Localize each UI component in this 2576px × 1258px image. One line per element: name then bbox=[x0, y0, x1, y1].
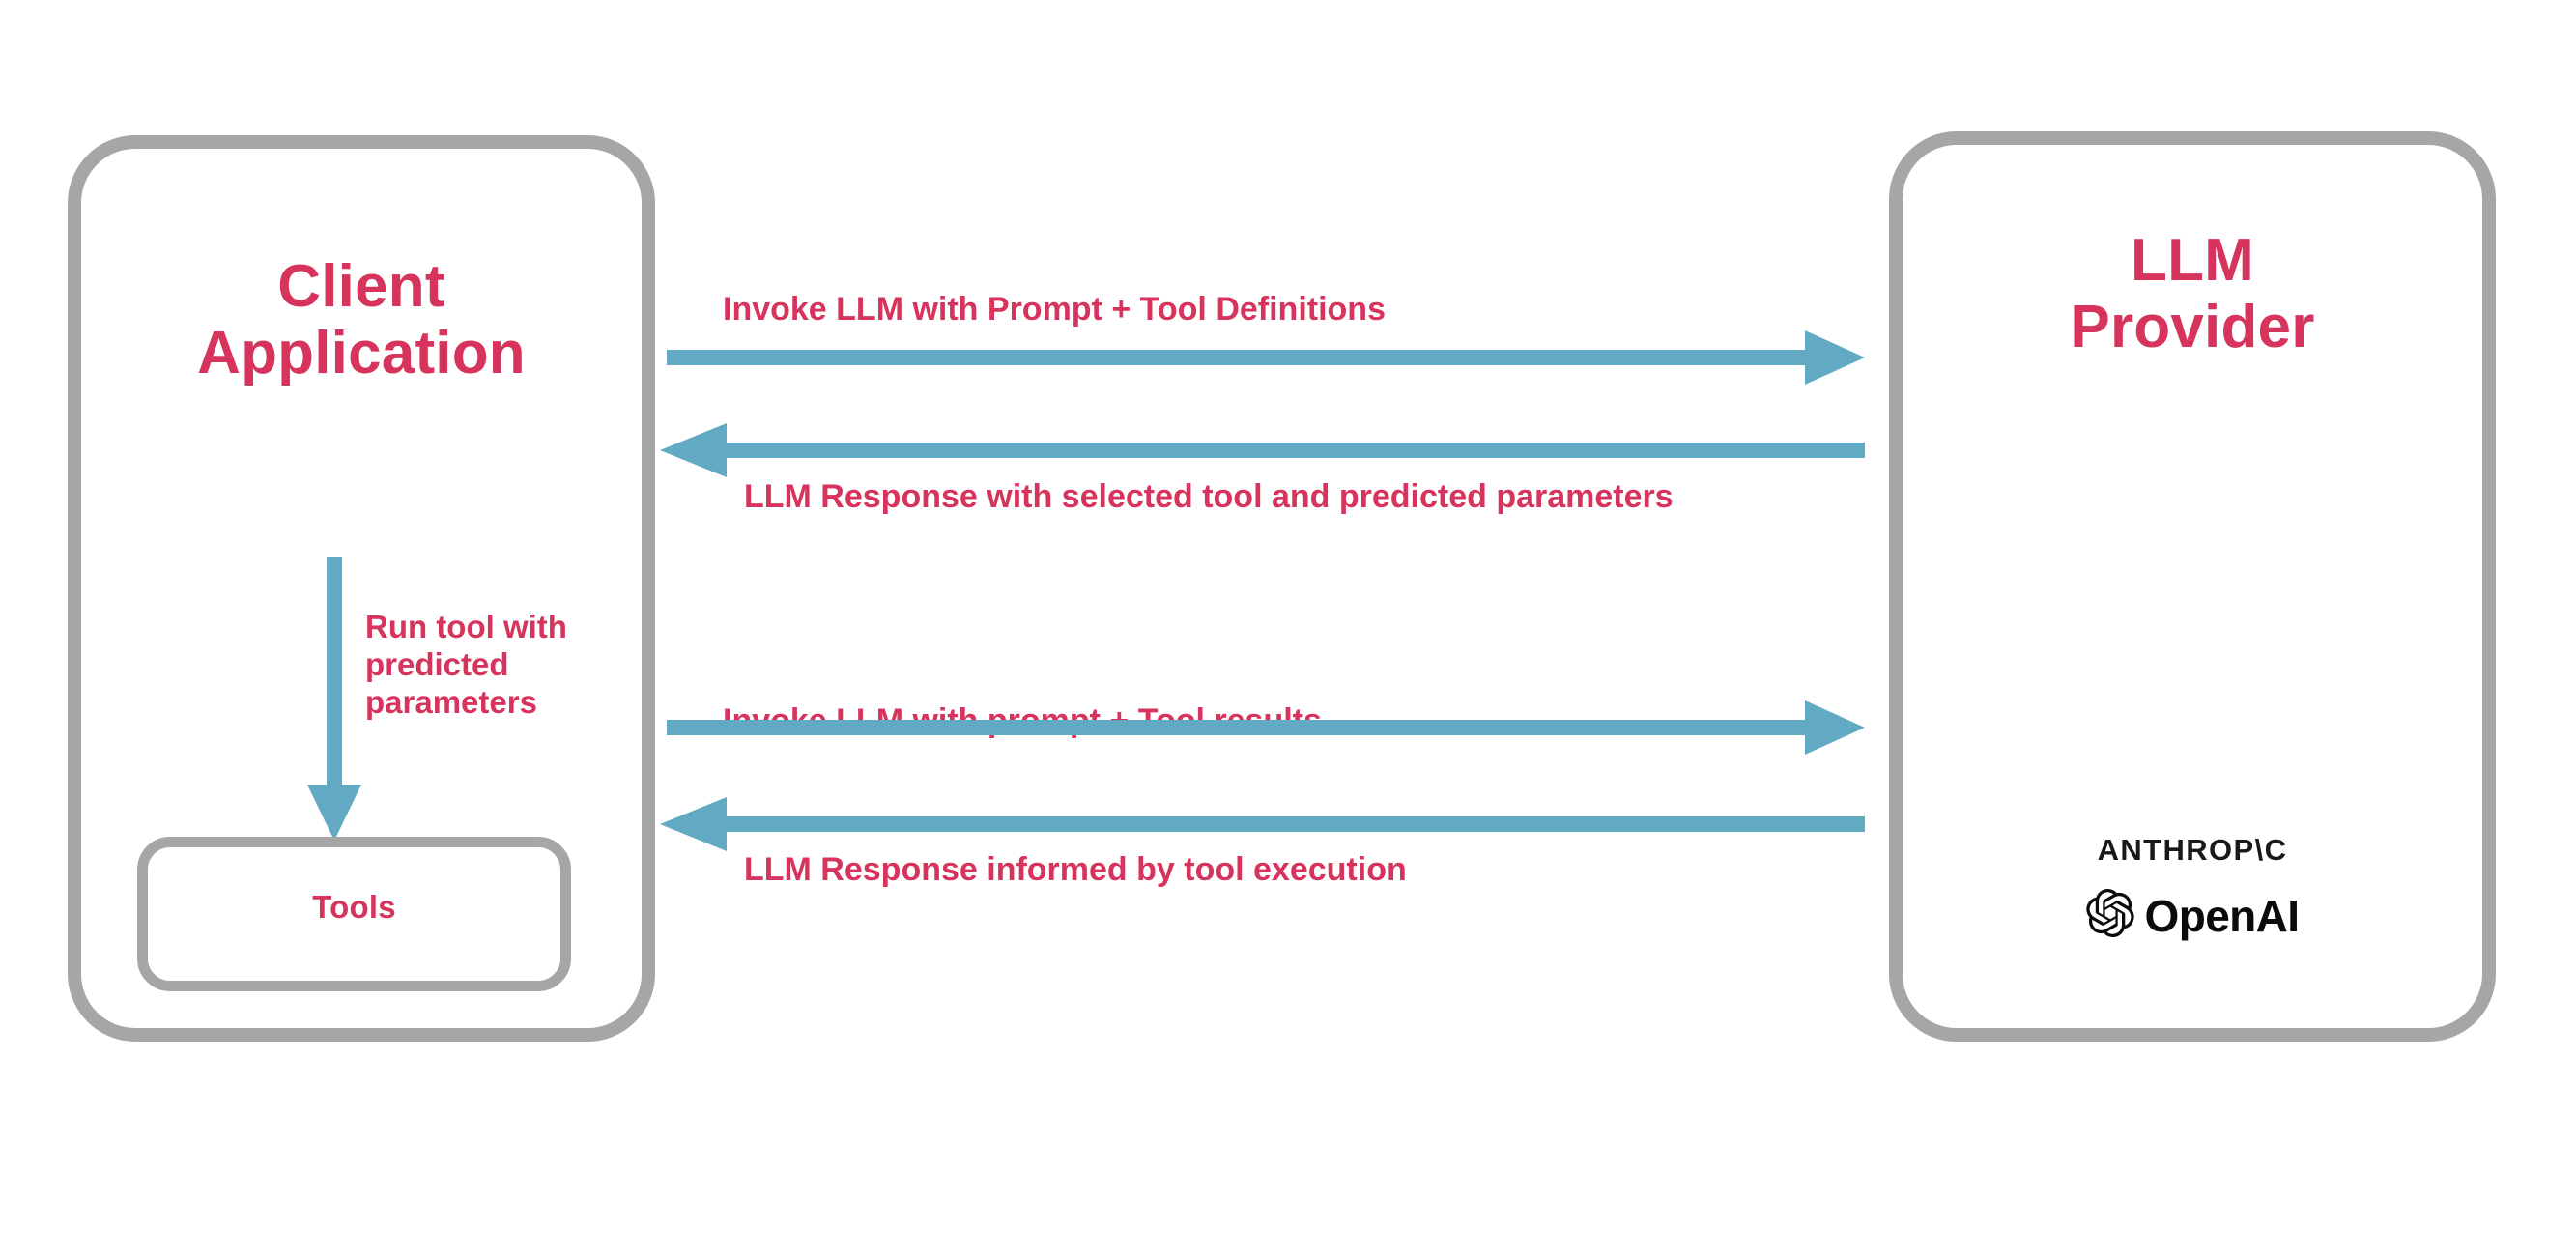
run-tool-arrow bbox=[307, 557, 361, 841]
anthropic-logo: ANTHROP\C bbox=[2097, 833, 2288, 867]
edge-arrow-invoke-2 bbox=[667, 700, 1865, 755]
edge-arrow-invoke-1 bbox=[667, 330, 1865, 385]
llm-provider-title: LLM Provider bbox=[2070, 227, 2315, 361]
edge-label-invoke-1: Invoke LLM with Prompt + Tool Definition… bbox=[723, 291, 1386, 328]
run-tool-arrow-label: Run tool with predicted parameters bbox=[365, 609, 567, 720]
edge-label-response-1: LLM Response with selected tool and pred… bbox=[744, 478, 1674, 515]
openai-wordmark: OpenAI bbox=[2144, 890, 2301, 941]
edge-arrow-response-2 bbox=[660, 797, 1865, 851]
llm-provider-node[interactable]: LLM Provider ANTHROP\C OpenAI bbox=[1889, 131, 2496, 1042]
openai-logo: OpenAI bbox=[2085, 889, 2301, 942]
edge-arrow-response-1 bbox=[660, 423, 1865, 477]
edge-label-response-2: LLM Response informed by tool execution bbox=[744, 851, 1407, 888]
tools-node[interactable]: Tools bbox=[137, 837, 571, 991]
provider-logos: ANTHROP\C OpenAI bbox=[1903, 833, 2482, 942]
client-application-title: Client Application bbox=[197, 253, 526, 387]
tools-label: Tools bbox=[312, 889, 396, 925]
openai-mark-icon bbox=[2085, 889, 2134, 942]
